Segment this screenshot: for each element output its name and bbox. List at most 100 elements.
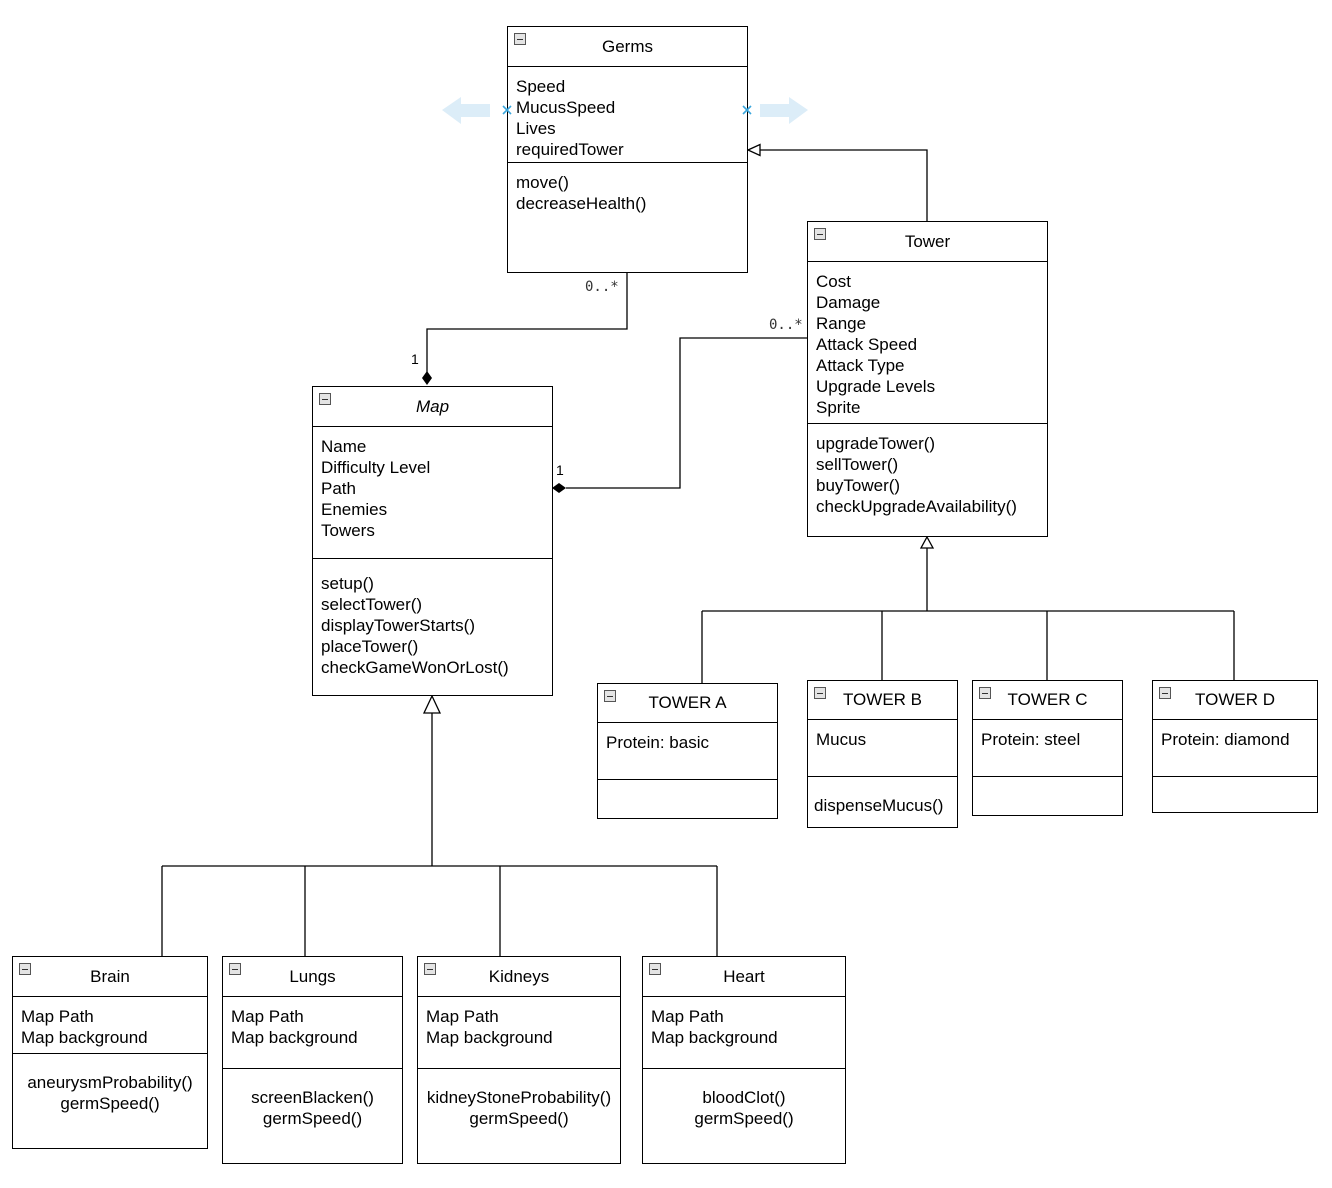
class-tower-b[interactable]: TOWER B Mucus dispenseMucus()	[807, 680, 958, 828]
operation: buyTower()	[816, 476, 901, 495]
operations-compartment[interactable]: bloodClot() germSpeed()	[643, 1069, 845, 1163]
class-header[interactable]: Heart	[643, 957, 845, 997]
class-name: Map	[415, 396, 450, 416]
attribute: Name	[321, 437, 367, 456]
operation: checkGameWonOrLost()	[321, 658, 509, 677]
class-tower[interactable]: Tower Cost Damage Range Attack Speed Att…	[807, 221, 1048, 537]
class-tower-a[interactable]: TOWER A Protein: basic	[597, 683, 778, 819]
attribute: Map background	[21, 1028, 148, 1047]
class-brain[interactable]: Brain Map Path Map background aneurysmPr…	[12, 956, 208, 1149]
attribute: Map background	[651, 1028, 778, 1047]
class-name: Brain	[90, 966, 130, 986]
attribute: Sprite	[816, 398, 861, 417]
attribute: Protein: diamond	[1161, 730, 1290, 749]
attributes-compartment[interactable]: Protein: diamond	[1153, 720, 1317, 777]
attribute: Difficulty Level	[321, 458, 431, 477]
inheritance-arrow-map	[422, 694, 442, 714]
attributes-compartment[interactable]: Mucus	[808, 720, 957, 777]
class-lungs[interactable]: Lungs Map Path Map background screenBlac…	[222, 956, 403, 1164]
edge-tower-germs[interactable]	[760, 149, 928, 221]
multiplicity-map-germs: 1	[411, 351, 419, 367]
operations-compartment[interactable]: screenBlacken() germSpeed()	[223, 1069, 402, 1163]
minus-square-icon[interactable]	[229, 963, 241, 975]
operation: placeTower()	[321, 637, 419, 656]
class-tower-c[interactable]: TOWER C Protein: steel	[972, 680, 1123, 816]
attribute: Damage	[816, 293, 881, 312]
operation: germSpeed()	[60, 1094, 160, 1113]
attributes-compartment[interactable]: Map Path Map background	[418, 997, 620, 1069]
minus-square-icon[interactable]	[319, 393, 331, 405]
attribute: Protein: basic	[606, 733, 709, 752]
attributes-compartment[interactable]: Map Path Map background	[13, 997, 207, 1054]
attribute: Attack Type	[816, 356, 905, 375]
operations-compartment[interactable]	[973, 777, 1122, 815]
class-header[interactable]: TOWER B	[808, 681, 957, 720]
class-name: TOWER D	[1195, 690, 1275, 709]
operations-compartment[interactable]: aneurysmProbability() germSpeed()	[13, 1054, 207, 1148]
attributes-compartment[interactable]: Protein: steel	[973, 720, 1122, 777]
class-heart[interactable]: Heart Map Path Map background bloodClot(…	[642, 956, 846, 1164]
operation: displayTowerStarts()	[321, 616, 475, 635]
attribute: MucusSpeed	[516, 98, 616, 117]
operation: screenBlacken()	[251, 1088, 374, 1107]
attribute: Lives	[516, 119, 556, 138]
operations-compartment[interactable]: setup() selectTower() displayTowerStarts…	[313, 559, 552, 695]
minus-square-icon[interactable]	[604, 690, 616, 702]
class-header[interactable]: Germs	[508, 27, 747, 67]
operation: sellTower()	[816, 455, 899, 474]
attribute: Map Path	[651, 1007, 724, 1026]
attribute: Enemies	[321, 500, 388, 519]
minus-square-icon[interactable]	[814, 687, 826, 699]
class-name: Kidneys	[488, 966, 550, 986]
operations-compartment[interactable]: kidneyStoneProbability() germSpeed()	[418, 1069, 620, 1163]
attributes-compartment[interactable]: Map Path Map background	[643, 997, 845, 1069]
class-tower-d[interactable]: TOWER D Protein: diamond	[1152, 680, 1318, 813]
attributes-compartment[interactable]: Protein: basic	[598, 723, 777, 780]
operations-compartment[interactable]	[1153, 777, 1317, 812]
attribute: Mucus	[816, 730, 867, 749]
attributes-compartment[interactable]: Speed MucusSpeed Lives requiredTower	[508, 67, 747, 163]
edge-germs-map[interactable]	[426, 272, 628, 372]
left-arrow-icon[interactable]	[442, 97, 490, 124]
edge-tower-map[interactable]	[566, 337, 807, 489]
x-marker-icon[interactable]	[502, 105, 512, 115]
operations-compartment[interactable]: move() decreaseHealth()	[508, 163, 747, 272]
minus-square-icon[interactable]	[1159, 687, 1171, 699]
minus-square-icon[interactable]	[514, 33, 526, 45]
class-header[interactable]: Kidneys	[418, 957, 620, 997]
minus-square-icon[interactable]	[979, 687, 991, 699]
inheritance-arrow-germs	[746, 143, 761, 157]
class-name: TOWER A	[648, 693, 727, 712]
attribute: Protein: steel	[981, 730, 1081, 749]
attributes-compartment[interactable]: Map Path Map background	[223, 997, 402, 1069]
attributes-compartment[interactable]: Cost Damage Range Attack Speed Attack Ty…	[808, 262, 1047, 424]
operation: germSpeed()	[694, 1109, 794, 1128]
class-germs[interactable]: Germs Speed MucusSpeed Lives requiredTow…	[507, 26, 748, 273]
minus-square-icon[interactable]	[649, 963, 661, 975]
x-marker-icon[interactable]	[742, 105, 752, 115]
class-header[interactable]: TOWER A	[598, 684, 777, 723]
class-header[interactable]: Brain	[13, 957, 207, 997]
operation: setup()	[321, 574, 374, 593]
attribute: Speed	[516, 77, 566, 96]
operations-compartment[interactable]: dispenseMucus()	[808, 777, 957, 827]
attribute: requiredTower	[516, 140, 624, 159]
minus-square-icon[interactable]	[424, 963, 436, 975]
class-header[interactable]: Tower	[808, 222, 1047, 262]
class-header[interactable]: TOWER D	[1153, 681, 1317, 720]
minus-square-icon[interactable]	[19, 963, 31, 975]
class-header[interactable]: TOWER C	[973, 681, 1122, 720]
class-header[interactable]: Lungs	[223, 957, 402, 997]
class-kidneys[interactable]: Kidneys Map Path Map background kidneySt…	[417, 956, 621, 1164]
operation: germSpeed()	[469, 1109, 569, 1128]
minus-square-icon[interactable]	[814, 228, 826, 240]
operations-compartment[interactable]: upgradeTower() sellTower() buyTower() ch…	[808, 424, 1047, 536]
attributes-compartment[interactable]: Name Difficulty Level Path Enemies Tower…	[313, 427, 552, 559]
operations-compartment[interactable]	[598, 780, 777, 818]
right-arrow-icon[interactable]	[760, 97, 808, 124]
class-header[interactable]: Map	[313, 387, 552, 427]
attribute: Upgrade Levels	[816, 377, 936, 396]
class-map[interactable]: Map Name Difficulty Level Path Enemies T…	[312, 386, 553, 696]
